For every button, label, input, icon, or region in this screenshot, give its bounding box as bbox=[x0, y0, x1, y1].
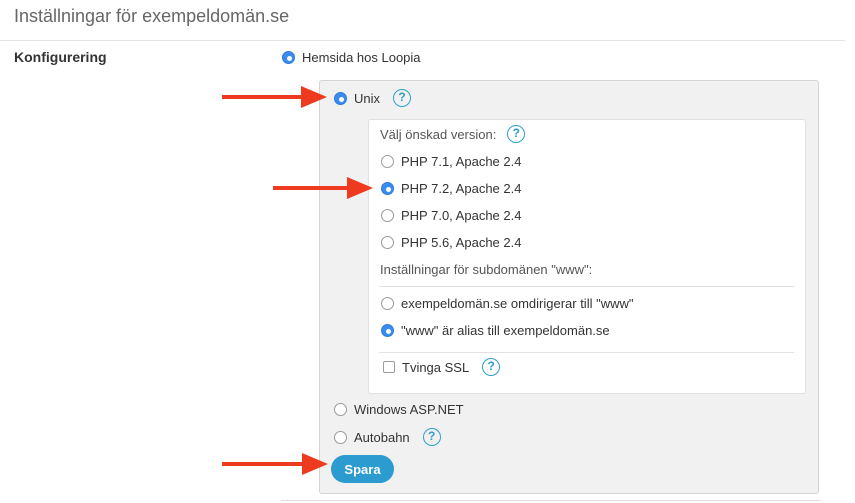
php-option-label: PHP 7.2, Apache 2.4 bbox=[401, 181, 522, 196]
php-version-label: Välj önskad version: bbox=[380, 126, 497, 142]
title-divider bbox=[0, 40, 845, 41]
bottom-divider bbox=[281, 500, 821, 501]
platform-option-windows[interactable]: Windows ASP.NET bbox=[334, 402, 464, 417]
php-option-70[interactable]: PHP 7.0, Apache 2.4 bbox=[381, 208, 521, 223]
www-option-alias[interactable]: "www" är alias till exempeldomän.se bbox=[381, 323, 610, 338]
php-version-heading: Välj önskad version: ? bbox=[380, 125, 526, 143]
php-option-72[interactable]: PHP 7.2, Apache 2.4 bbox=[381, 181, 521, 196]
arrow-right-icon bbox=[222, 453, 328, 475]
www-divider-bottom bbox=[379, 352, 794, 353]
page-title: Inställningar för exempeldomän.se bbox=[14, 6, 290, 26]
radio-hemsida[interactable] bbox=[282, 51, 295, 64]
force-ssl-checkbox[interactable] bbox=[383, 361, 395, 373]
arrow-right-icon bbox=[273, 177, 373, 199]
radio-autobahn[interactable] bbox=[334, 430, 347, 444]
www-divider-top bbox=[379, 286, 794, 287]
hosting-option-loopia[interactable]: Hemsida hos Loopia bbox=[282, 50, 421, 65]
autobahn-help-icon[interactable]: ? bbox=[422, 428, 441, 446]
radio-php-71[interactable] bbox=[381, 155, 394, 168]
radio-php-70[interactable] bbox=[381, 209, 394, 222]
force-ssl-option[interactable]: Tvinga SSL ? bbox=[383, 358, 501, 376]
arrow-right-icon bbox=[222, 86, 327, 108]
force-ssl-label: Tvinga SSL bbox=[402, 359, 470, 375]
www-option-label: exempeldomän.se omdirigerar till "www" bbox=[401, 296, 634, 311]
php-version-help-icon[interactable]: ? bbox=[507, 125, 526, 143]
radio-unix[interactable] bbox=[334, 91, 347, 105]
unix-label: Unix bbox=[354, 90, 381, 106]
radio-php-72[interactable] bbox=[381, 182, 394, 195]
www-settings-heading: Inställningar för subdomänen "www": bbox=[380, 262, 593, 277]
php-option-label: PHP 5.6, Apache 2.4 bbox=[401, 235, 522, 250]
radio-windows[interactable] bbox=[334, 403, 347, 416]
radio-www-redirect[interactable] bbox=[381, 297, 394, 310]
www-option-label: "www" är alias till exempeldomän.se bbox=[401, 323, 610, 338]
unix-help-icon[interactable]: ? bbox=[393, 89, 412, 107]
radio-www-alias[interactable] bbox=[381, 324, 394, 337]
radio-php-56[interactable] bbox=[381, 236, 394, 249]
platform-option-unix[interactable]: Unix ? bbox=[334, 89, 412, 107]
windows-label: Windows ASP.NET bbox=[354, 402, 464, 417]
autobahn-label: Autobahn bbox=[354, 429, 410, 445]
php-option-71[interactable]: PHP 7.1, Apache 2.4 bbox=[381, 154, 521, 169]
save-button[interactable]: Spara bbox=[331, 455, 394, 483]
www-option-redirect[interactable]: exempeldomän.se omdirigerar till "www" bbox=[381, 296, 633, 311]
php-option-label: PHP 7.1, Apache 2.4 bbox=[401, 154, 522, 169]
php-option-56[interactable]: PHP 5.6, Apache 2.4 bbox=[381, 235, 521, 250]
force-ssl-help-icon[interactable]: ? bbox=[482, 358, 501, 376]
unix-settings-panel bbox=[368, 119, 806, 394]
hosting-option-label: Hemsida hos Loopia bbox=[302, 50, 421, 65]
section-label: Konfigurering bbox=[14, 49, 107, 65]
platform-option-autobahn[interactable]: Autobahn ? bbox=[334, 428, 441, 446]
php-option-label: PHP 7.0, Apache 2.4 bbox=[401, 208, 522, 223]
